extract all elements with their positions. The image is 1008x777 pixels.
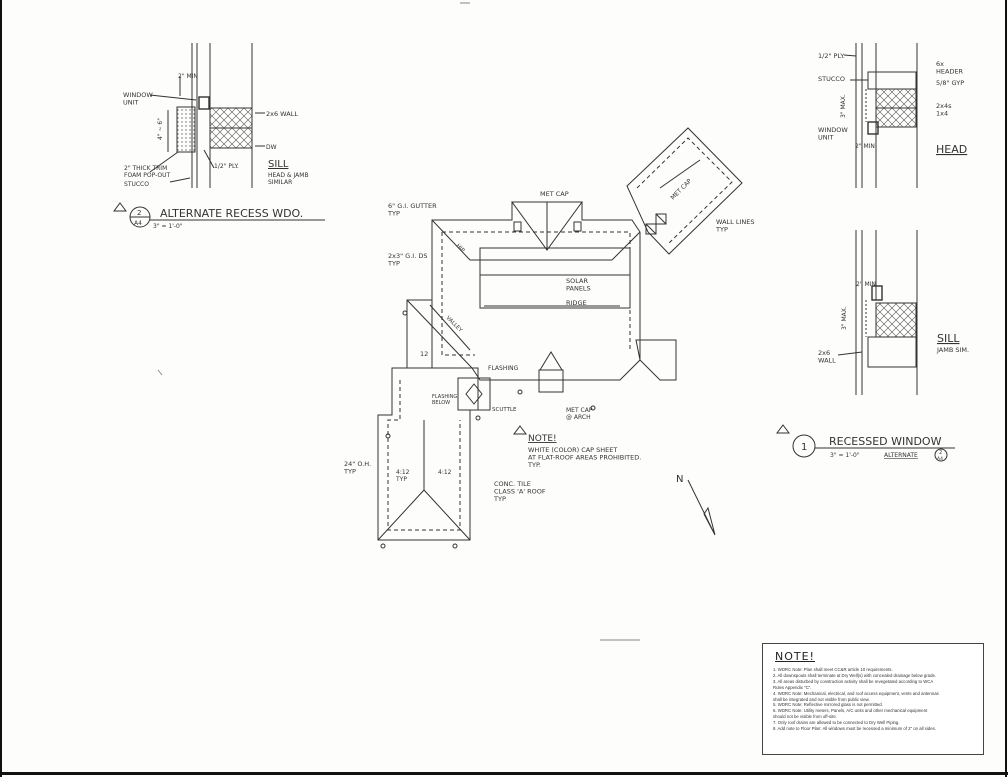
detail-2-number: 2 — [137, 209, 141, 217]
note-item: 2. All downspouts shall terminate at Dry… — [773, 672, 937, 678]
hip-label: HIP — [455, 243, 466, 254]
detail-1-title-block: 1 RECESSED WINDOW 3" = 1'-0" ALTERNATE 2… — [776, 424, 955, 462]
alt-sill-title: SILL — [268, 159, 289, 170]
note-item: 7. Only roof drains are allowed to be co… — [773, 720, 900, 726]
detail-2-title: ALTERNATE RECESS WDO. — [160, 207, 303, 220]
met-cap-wing-label: MET CAP — [669, 177, 693, 201]
head-title: HEAD — [936, 143, 967, 156]
note-item: 5. WDRC Note: Reflective mirrored glass … — [773, 702, 883, 708]
met-cap-label: MET CAP — [540, 190, 569, 198]
detail-alternate-recess — [149, 43, 265, 188]
head-gyp-label: 5/8" GYP — [936, 79, 964, 87]
north-arrow-label: N — [676, 474, 683, 485]
note-item: 4. WDRC Note: Mechanical, electrical, an… — [773, 690, 939, 696]
note-item: 3. All areas disturbed by construction a… — [773, 678, 934, 684]
alt-wall-label: 2x6 WALL — [266, 110, 298, 118]
roof-note-title: NOTE! — [528, 434, 557, 444]
ridge-label: RIDGE — [566, 299, 587, 307]
alt-stucco-label: STUCCO — [124, 181, 149, 188]
sheet-border-left — [0, 0, 2, 777]
head-ply-label: 1/2" PLY. — [818, 52, 845, 60]
head-max-label: 3" MAX. — [840, 94, 847, 118]
note-item: shall be integrated and not visible from… — [773, 696, 870, 702]
detail-head — [843, 43, 918, 188]
sheet-border-bottom — [0, 772, 1008, 775]
detail-2-title-block: 2 A4 ALTERNATE RECESS WDO. 3" = 1'-0" — [113, 202, 325, 230]
detail-1-alternate: ALTERNATE — [884, 452, 918, 459]
detail-1-number: 1 — [801, 442, 807, 453]
general-notes-list: 1. WDRC Note: Plan shall meet CC&R artic… — [773, 667, 975, 732]
note-item: Rules Appendix "C". — [773, 684, 812, 690]
sill-max-label: 3" MAX. — [841, 306, 848, 330]
eave-label: 24" O.H.TYP — [343, 460, 371, 475]
detail-1-alt-sheet: A4 — [937, 456, 943, 462]
sill-title: SILL — [937, 332, 960, 345]
general-notes-box: NOTE! 1. WDRC Note: Plan shall meet CC&R… — [762, 643, 984, 755]
alt-dw-label: DW — [266, 144, 277, 151]
detail-2-sheet: A4 — [134, 220, 142, 227]
scuttle-label: SCUTTLE — [492, 407, 517, 413]
sill-min-label: 2" MIN — [856, 281, 876, 288]
note-item: 8. Add note to Floor Plan: All windows m… — [773, 726, 936, 732]
met-cap-arch-label: MET CAP@ ARCH — [566, 407, 593, 421]
slope-label: 12 — [420, 350, 428, 358]
alt-dim-top: 2" MIN — [178, 73, 198, 80]
pitch-label-2: 4:12 — [438, 469, 452, 476]
sheet-border-right — [1005, 0, 1007, 777]
note-item: 6. WDRC Note: Utility meters, Panels, A/… — [773, 708, 928, 714]
detail-1-alt-number: 2 — [939, 450, 942, 456]
sill-subtitle: JAMB SIM. — [936, 346, 969, 354]
flashing-label: FLASHING — [488, 365, 519, 372]
sheet-marks — [157, 2, 640, 641]
detail-sill — [837, 230, 918, 395]
alt-ply-label: 1/2" PLY. — [214, 163, 239, 170]
detail-1-scale: 3" = 1'-0" — [830, 452, 860, 459]
general-notes-title: NOTE! — [775, 650, 815, 663]
detail-1-title: RECESSED WINDOW — [829, 435, 942, 448]
roof-plan — [377, 127, 743, 549]
head-min-label: 2" MIN. — [855, 143, 877, 150]
alt-dim-side: 4" ~ 6" — [157, 118, 164, 140]
detail-2-scale: 3" = 1'-0" — [153, 223, 183, 230]
note-item: 1. WDRC Note: Plan shall meet CC&R artic… — [773, 667, 893, 672]
note-item: should not be visible from off-site. — [773, 714, 837, 720]
head-stucco-label: STUCCO — [818, 75, 845, 83]
